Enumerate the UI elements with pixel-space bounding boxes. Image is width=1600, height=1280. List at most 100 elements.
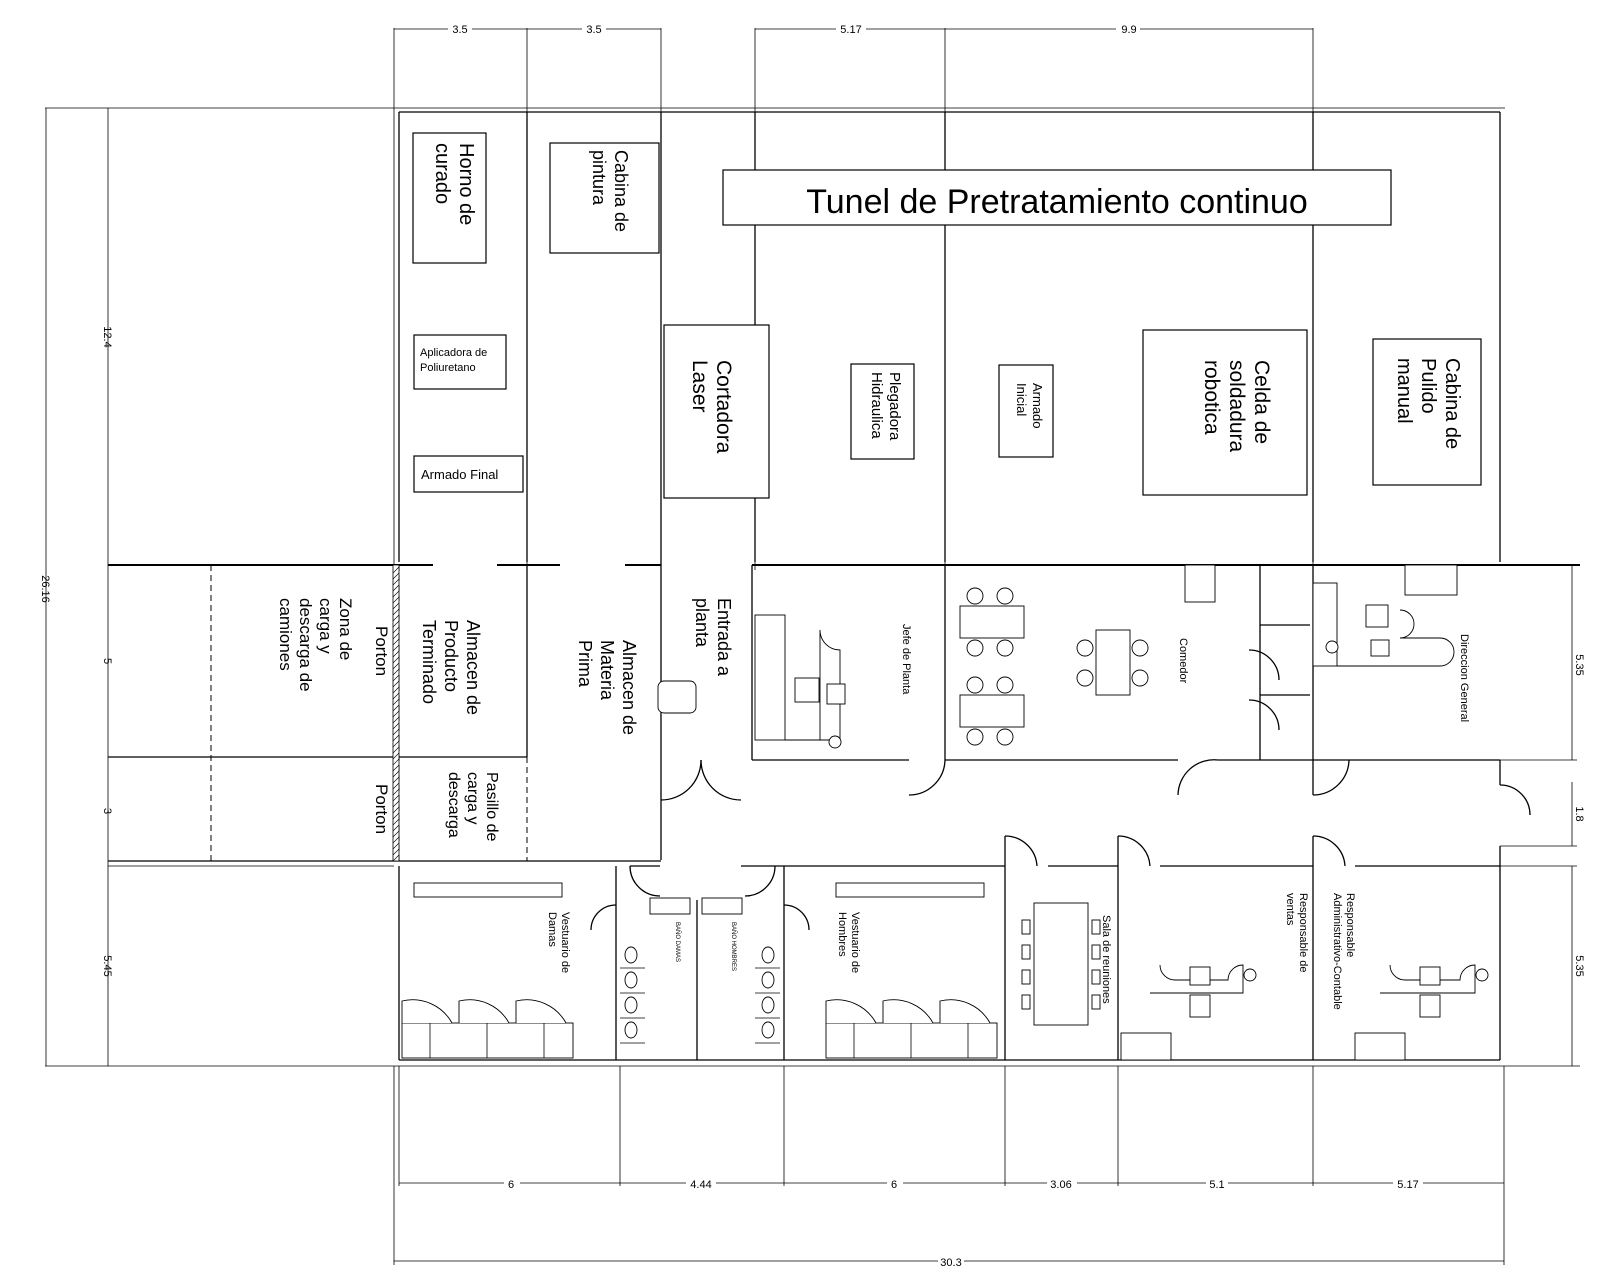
locker-door [458,999,510,1024]
hatch-line [392,836,400,844]
chair [1021,969,1031,985]
locker-door [515,999,567,1024]
chair [1021,944,1031,960]
label-aplicadora: Aplicadora de Poliuretano [420,347,490,374]
chair [966,676,984,694]
hatch-line [392,770,400,778]
hatch-line [392,830,400,838]
hatch-line [392,842,400,850]
dim-bottom-1: 6 [508,1179,514,1191]
hatch-line [392,740,400,748]
toilet [761,971,775,989]
hatch-line [392,638,400,646]
chair [1091,919,1101,935]
equipment [412,132,1482,898]
toilet [624,971,638,989]
hatch-line [392,626,400,634]
room-labels: Tunel de Pretratamiento continuo Horno d… [276,143,1470,1010]
label-ventas: Responsable de ventas [1284,893,1309,976]
chair [996,728,1014,746]
label-plegadora: Plegadora Hidraulica [868,372,903,445]
label-cabina-pulido: Cabina de Pulido manual [1393,358,1463,455]
dim-bottom-total: 30.3 [940,1257,961,1269]
chair [1091,969,1101,985]
dim-left-total: 26.16 [39,575,51,603]
toilet [761,996,775,1014]
dim-top-1: 3.5 [452,24,467,36]
label-tunel: Tunel de Pretratamiento continuo [806,183,1307,221]
dimension-labels: 3.5 3.5 5.17 9.9 26.16 12.4 5 3 5.45 5.3… [39,22,1585,1269]
hatch-line [392,578,400,586]
dim-bottom-2: 4.44 [690,1179,711,1191]
dim-left-4: 5.45 [101,955,113,976]
toilet [624,996,638,1014]
hatch-line [392,800,400,808]
hatch-line [392,758,400,766]
label-horno: Horno de curado [431,143,477,231]
hatch-line [392,776,400,784]
toilet [761,946,775,964]
hatch-line [392,572,400,580]
hatch-line [392,812,400,820]
dim-bottom-4: 3.06 [1050,1179,1071,1191]
hatch-line [392,728,400,736]
locker-door [882,999,934,1024]
chair [1076,669,1094,687]
chair [1131,639,1149,657]
label-armado-final: Armado Final [421,467,498,482]
label-entrada: Entrada a planta [692,598,734,681]
hatch-line [392,818,400,826]
label-cortadora: Cortadora Laser [688,360,735,459]
locker-door [401,999,453,1024]
label-almacen-materia: Almacen de Materia Prima [575,640,639,740]
hatch-line [392,722,400,730]
doors [590,649,1531,931]
label-administrativo: Responsable Administrativo-Contable [1331,893,1356,1010]
label-zona-carga: Zona de carga y descarga de camiones [276,598,355,696]
hatch-line [392,734,400,742]
hatch-line [392,788,400,796]
locker-bank [825,1022,998,1059]
dim-right-3: 5.35 [1573,955,1585,976]
hatch-line [392,668,400,676]
chair [1091,994,1101,1010]
dim-bottom-3: 6 [891,1179,897,1191]
hatch-line [392,644,400,652]
hatch-line [392,632,400,640]
hatch-line [392,746,400,754]
chair [966,728,984,746]
hatch-line [392,692,400,700]
label-armado-inicial: Armado Inicial [1014,383,1045,432]
hatch-line [392,764,400,772]
hatch-line [392,596,400,604]
hatch-line [392,716,400,724]
chair [996,676,1014,694]
dim-bottom-5: 5.1 [1209,1179,1224,1191]
hatch-line [392,620,400,628]
toilet [624,1021,638,1039]
hatch-line [392,686,400,694]
hatch-line [392,614,400,622]
dim-right-2: 1.8 [1573,806,1585,821]
hatch-line [392,674,400,682]
hatch-line [392,656,400,664]
chair [1076,639,1094,657]
hatch-line [392,824,400,832]
label-jefe-planta: Jefe de Planta [900,624,912,695]
locker-door [939,999,991,1024]
hatch-line [392,608,400,616]
hatch-line [392,782,400,790]
chair [1131,669,1149,687]
label-banos-hombres: BAÑO HOMBRES [730,922,737,971]
label-celda: Celda de soldadura robotica [1200,360,1273,458]
chair [966,639,984,657]
chair [1021,919,1031,935]
hatch-line [392,698,400,706]
toilet [761,1021,775,1039]
hatch-line [392,854,400,862]
dim-bottom-6: 5.17 [1397,1179,1418,1191]
label-comedor: Comedor [1177,638,1189,684]
chair [996,587,1014,605]
chair [1021,994,1031,1010]
